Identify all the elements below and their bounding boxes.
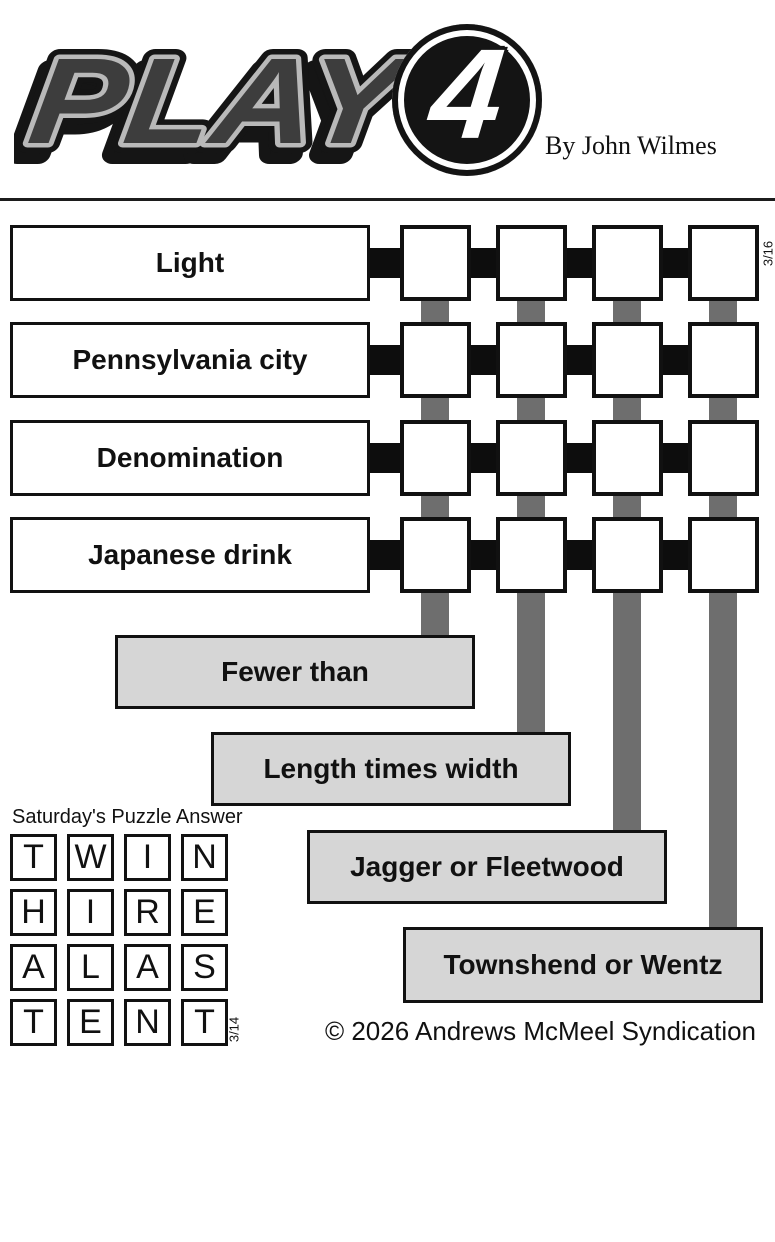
connector xyxy=(659,248,692,278)
connector xyxy=(659,345,692,375)
header: PLAY PLAY PLAY 4 By John Wilmes xyxy=(0,0,775,198)
down-clue-3: Jagger or Fleetwood xyxy=(307,830,667,904)
puzzle-square[interactable] xyxy=(496,517,567,593)
puzzle-square[interactable] xyxy=(400,517,471,593)
across-clue-3: Denomination xyxy=(10,420,370,496)
answer-cell: R xyxy=(124,889,171,936)
logo-circle: 4 xyxy=(392,22,542,176)
connector xyxy=(467,248,500,278)
connector xyxy=(563,540,596,570)
connector xyxy=(366,248,404,278)
down-clue-2: Length times width xyxy=(211,732,571,806)
answer-cell: I xyxy=(67,889,114,936)
copyright: © 2026 Andrews McMeel Syndication xyxy=(324,1016,757,1046)
play-logo: PLAY PLAY PLAY xyxy=(14,23,432,190)
answer-cell: A xyxy=(124,944,171,991)
previous-answer-title: Saturday's Puzzle Answer xyxy=(12,806,243,828)
down-clue-4: Townshend or Wentz xyxy=(403,927,763,1003)
logo-number-4: 4 xyxy=(423,22,511,166)
connector xyxy=(467,443,500,473)
answer-cell: T xyxy=(10,834,57,881)
across-clue-2: Pennsylvania city xyxy=(10,322,370,398)
answer-cell: T xyxy=(181,999,228,1046)
answer-cell: E xyxy=(67,999,114,1046)
divider-rule xyxy=(0,198,775,201)
across-clue-1: Light xyxy=(10,225,370,301)
connector xyxy=(659,540,692,570)
answer-cell: N xyxy=(181,834,228,881)
answer-cell: N xyxy=(124,999,171,1046)
answer-cell: E xyxy=(181,889,228,936)
answer-cell: H xyxy=(10,889,57,936)
play-logo-text: PLAY xyxy=(22,33,422,169)
connector xyxy=(366,540,404,570)
down-clue-1: Fewer than xyxy=(115,635,475,709)
answer-cell: W xyxy=(67,834,114,881)
puzzle-square[interactable] xyxy=(592,517,663,593)
puzzle-square[interactable] xyxy=(400,322,471,398)
connector xyxy=(467,540,500,570)
puzzle-square[interactable] xyxy=(496,225,567,301)
connector xyxy=(563,443,596,473)
answer-cell: L xyxy=(67,944,114,991)
byline: By John Wilmes xyxy=(545,131,717,160)
puzzle-square[interactable] xyxy=(592,225,663,301)
previous-answer-date: 3/14 xyxy=(226,1016,242,1043)
puzzle-square[interactable] xyxy=(496,322,567,398)
across-clue-4: Japanese drink xyxy=(10,517,370,593)
puzzle-square[interactable] xyxy=(592,420,663,496)
answer-cell: S xyxy=(181,944,228,991)
across-row-1: Light xyxy=(0,225,775,301)
puzzle-square[interactable] xyxy=(688,225,759,301)
puzzle-square[interactable] xyxy=(592,322,663,398)
across-row-4: Japanese drink xyxy=(0,517,775,593)
answer-cell: I xyxy=(124,834,171,881)
connector xyxy=(366,443,404,473)
play-logo-outline-text: PLAY xyxy=(22,33,422,169)
play-logo-shadow-text: PLAY xyxy=(14,44,412,180)
puzzle-square[interactable] xyxy=(496,420,567,496)
connector xyxy=(563,248,596,278)
puzzle-square[interactable] xyxy=(688,420,759,496)
across-row-3: Denomination xyxy=(0,420,775,496)
across-row-2: Pennsylvania city xyxy=(0,322,775,398)
connector xyxy=(467,345,500,375)
puzzle-square[interactable] xyxy=(688,322,759,398)
answer-cell: A xyxy=(10,944,57,991)
answer-cell: T xyxy=(10,999,57,1046)
puzzle-date: 3/16 xyxy=(760,240,775,267)
connector xyxy=(659,443,692,473)
connector xyxy=(563,345,596,375)
puzzle-square[interactable] xyxy=(688,517,759,593)
puzzle-square[interactable] xyxy=(400,420,471,496)
puzzle-square[interactable] xyxy=(400,225,471,301)
previous-answer-grid: T W I N H I R E A L A S T E N T xyxy=(10,834,230,1047)
connector xyxy=(366,345,404,375)
